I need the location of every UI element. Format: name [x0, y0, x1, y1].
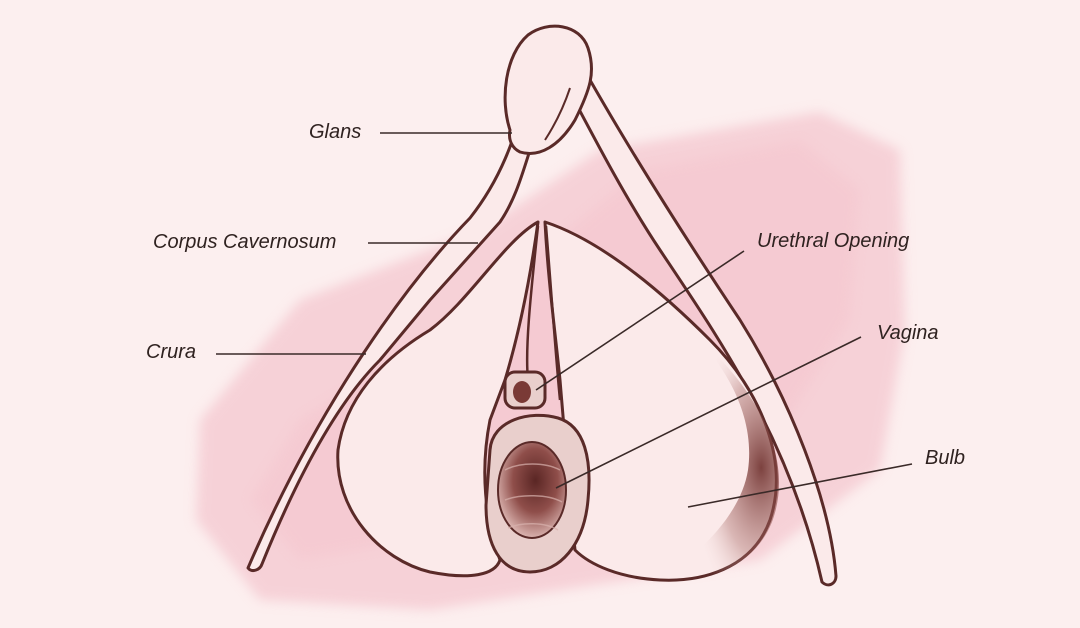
urethral-opening-leader-line [535, 250, 745, 391]
glans-edge [544, 87, 571, 141]
right-crus-shape [551, 58, 838, 587]
glans-shape [503, 24, 594, 155]
left-crus-shape [246, 86, 532, 573]
crura-label: Crura [146, 341, 197, 363]
vagina-ridges [504, 463, 563, 531]
bulb-leader-line [687, 463, 913, 508]
corpus-cavernosum-label: Corpus Cavernosum [153, 231, 337, 253]
leader-lines [216, 132, 913, 508]
vagina-leader-line [555, 336, 862, 489]
bulb-label: Bulb [925, 447, 966, 469]
vagina-label: Vagina [877, 322, 939, 344]
glans-label: Glans [309, 121, 362, 143]
right-bulb-shading [660, 330, 780, 581]
urethral-opening-label: Urethral Opening [757, 230, 910, 252]
urethral-opening-hole [513, 381, 531, 403]
inner-fold [525, 225, 562, 401]
